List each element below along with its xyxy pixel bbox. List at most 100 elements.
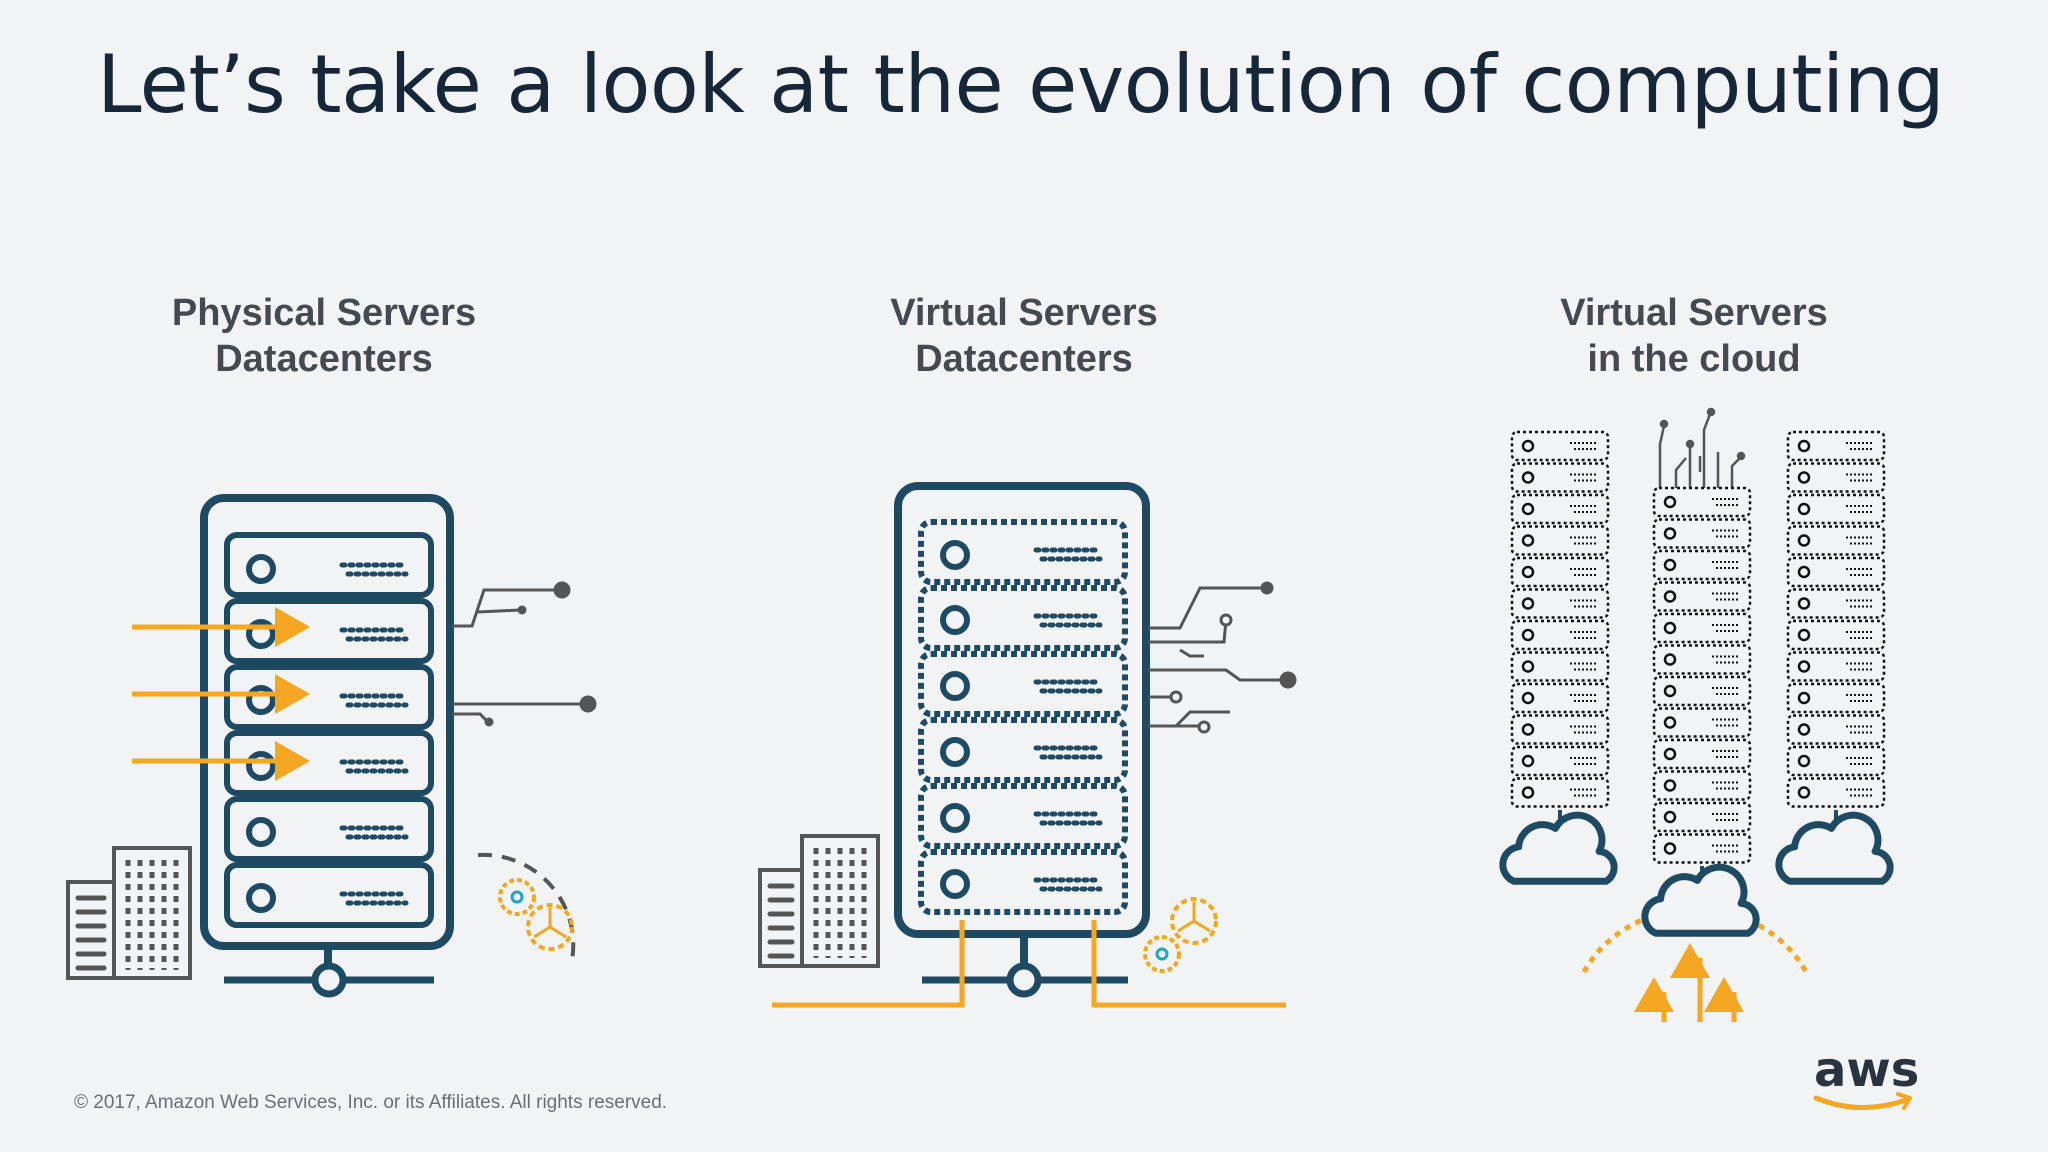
gears-icon xyxy=(477,852,576,961)
caption-line-1: Virtual Servers xyxy=(1560,292,1828,334)
center-server-stack-unit xyxy=(1652,770,1752,801)
right-server-stack-unit xyxy=(1786,493,1886,525)
right-server-stack-indicator xyxy=(1797,754,1811,768)
right-server-stack-unit xyxy=(1786,714,1886,745)
right-server-stack-indicator xyxy=(1797,439,1811,453)
right-server-stack-indicator xyxy=(1797,628,1811,642)
right-server-stack-indicator xyxy=(1797,471,1811,484)
center-server-stack-unit xyxy=(1652,581,1752,612)
right-server-stack-unit xyxy=(1786,430,1886,462)
left-server-stack-indicator xyxy=(1521,660,1535,673)
caption-line-1: Virtual Servers xyxy=(890,292,1158,334)
physical-server-rack-icon xyxy=(66,494,597,998)
right-server-stack-indicator xyxy=(1797,502,1811,516)
right-server-stack-indicator xyxy=(1797,786,1811,799)
center-server-stack-indicator xyxy=(1663,842,1677,855)
left-server-stack-indicator xyxy=(1521,691,1535,705)
left-server-stack-unit xyxy=(1510,588,1610,619)
building-icon xyxy=(66,846,192,980)
left-server-stack-indicator xyxy=(1521,439,1535,453)
left-server-stack-indicator xyxy=(1521,786,1535,799)
center-server-stack-indicator xyxy=(1663,590,1677,603)
footer-copyright: © 2017, Amazon Web Services, Inc. or its… xyxy=(74,1092,667,1113)
left-server-stack-indicator xyxy=(1521,471,1535,484)
center-server-stack-indicator xyxy=(1663,684,1677,698)
right-server-stack-unit xyxy=(1786,525,1886,556)
slide-title: Let’s take a look at the evolution of co… xyxy=(97,38,1945,131)
right-server-stack-indicator xyxy=(1797,723,1811,736)
left-server-stack-indicator xyxy=(1521,565,1535,579)
left-server-stack-unit xyxy=(1510,682,1610,714)
building-icon xyxy=(758,834,880,968)
center-server-stack-indicator xyxy=(1663,653,1677,666)
caption-line-2: Datacenters xyxy=(915,338,1133,380)
left-server-stack-indicator xyxy=(1521,628,1535,642)
left-server-stack-indicator xyxy=(1521,534,1535,547)
center-server-stack-unit xyxy=(1652,486,1752,518)
right-server-stack-indicator xyxy=(1797,660,1811,673)
left-server-stack-unit xyxy=(1510,714,1610,745)
center-server-stack-indicator xyxy=(1663,747,1677,761)
center-server-stack-indicator xyxy=(1663,527,1677,540)
center-server-stack-unit xyxy=(1652,644,1752,675)
virtual-server-rack-icon xyxy=(758,482,1297,1008)
circuit-lines xyxy=(452,581,597,727)
center-server-stack-unit xyxy=(1652,833,1752,864)
circuit-lines xyxy=(1148,581,1297,734)
right-server-stack-unit xyxy=(1786,556,1886,588)
right-server-stack-unit xyxy=(1786,462,1886,493)
right-server-stack-indicator xyxy=(1797,534,1811,547)
center-server-stack-indicator xyxy=(1663,716,1677,729)
aws-logo-text: aws xyxy=(1814,1042,1919,1098)
left-server-stack-unit xyxy=(1510,651,1610,682)
left-server-stack-unit xyxy=(1510,525,1610,556)
center-server-stack-indicator xyxy=(1663,779,1677,792)
left-server-stack-indicator xyxy=(1521,723,1535,736)
center-server-stack-indicator xyxy=(1663,621,1677,635)
caption-line-1: Physical Servers xyxy=(171,292,477,334)
left-server-stack-indicator xyxy=(1521,754,1535,768)
left-server-stack-unit xyxy=(1510,493,1610,525)
left-server-stack-unit xyxy=(1510,777,1610,808)
circuit-lines xyxy=(1658,407,1746,488)
cloud-servers-icon xyxy=(1499,407,1894,1022)
left-server-stack-unit xyxy=(1510,556,1610,588)
caption-line-2: Datacenters xyxy=(215,338,433,380)
center-server-stack-indicator xyxy=(1663,558,1677,572)
center-server-stack-unit xyxy=(1652,518,1752,549)
center-server-stack-unit xyxy=(1652,549,1752,581)
right-server-stack-unit xyxy=(1786,745,1886,777)
right-server-stack-indicator xyxy=(1797,691,1811,705)
center-server-stack-indicator xyxy=(1663,495,1677,509)
left-server-stack-unit xyxy=(1510,430,1610,462)
caption-physical-servers: Physical Servers Datacenters xyxy=(64,290,584,382)
right-server-stack-unit xyxy=(1786,588,1886,619)
center-server-stack-unit xyxy=(1652,612,1752,644)
center-server-stack-indicator xyxy=(1663,810,1677,824)
caption-cloud-servers: Virtual Servers in the cloud xyxy=(1434,290,1954,382)
right-server-stack-indicator xyxy=(1797,597,1811,610)
cloud-left-icon xyxy=(1499,811,1618,885)
left-server-stack-indicator xyxy=(1521,597,1535,610)
cloud-center-icon xyxy=(1641,863,1760,937)
cloud-right-icon xyxy=(1775,811,1894,885)
right-server-stack-indicator xyxy=(1797,565,1811,579)
caption-virtual-servers: Virtual Servers Datacenters xyxy=(764,290,1284,382)
left-server-stack-unit xyxy=(1510,745,1610,777)
center-server-stack-unit xyxy=(1652,675,1752,707)
data-flow-arrows xyxy=(132,607,310,781)
left-server-stack-unit xyxy=(1510,619,1610,651)
right-server-stack-unit xyxy=(1786,619,1886,651)
left-server-stack-indicator xyxy=(1521,502,1535,516)
right-server-stack-unit xyxy=(1786,682,1886,714)
caption-line-2: in the cloud xyxy=(1587,338,1801,380)
right-server-stack-unit xyxy=(1786,651,1886,682)
aws-logo-icon: aws xyxy=(1813,1042,1919,1110)
center-server-stack-unit xyxy=(1652,707,1752,738)
left-server-stack-unit xyxy=(1510,462,1610,493)
right-server-stack-unit xyxy=(1786,777,1886,808)
center-server-stack-unit xyxy=(1652,801,1752,833)
center-server-stack-unit xyxy=(1652,738,1752,770)
gears-icon xyxy=(1143,897,1218,973)
